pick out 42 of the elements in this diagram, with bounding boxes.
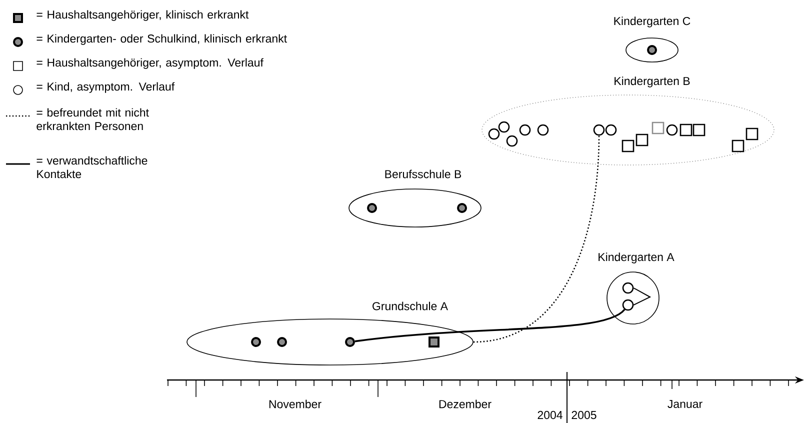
- circle-symbol: [666, 124, 678, 136]
- legend-text: = Kind, asymptom. Verlauf: [36, 82, 175, 93]
- contact-line: [473, 136, 600, 343]
- node-label: Kindergarten B: [614, 76, 690, 88]
- node-label: Kindergarten C: [614, 16, 690, 28]
- circle-symbol: [251, 337, 261, 347]
- circle-symbol: [498, 121, 510, 133]
- circle-symbol: [506, 135, 518, 147]
- circle-symbol: [647, 45, 657, 55]
- circle-symbol: [593, 124, 605, 136]
- circle-symbol: [345, 337, 355, 347]
- circle-symbol: [488, 128, 500, 140]
- circle-symbol: [537, 124, 549, 136]
- square-symbol: [428, 336, 440, 348]
- circle-symbol: [622, 299, 634, 311]
- circle-symbol: [622, 282, 634, 294]
- circle-symbol: [519, 124, 531, 136]
- square-symbol: [652, 122, 664, 134]
- node-label: Berufsschule B: [385, 170, 462, 178]
- circle-symbol: [367, 203, 377, 213]
- legend-text: = verwandtschaftliche Kontakte: [36, 156, 148, 178]
- month-label: Januar: [668, 400, 702, 408]
- legend-text: = Haushaltsangehöriger, klinisch erkrankt: [36, 10, 249, 21]
- circle-symbol: [277, 337, 287, 347]
- legend-text: = Kindergarten- oder Schulkind, klinisch erkrankt: [36, 34, 287, 45]
- circle-symbol: [457, 203, 467, 213]
- square-symbol: [622, 140, 634, 152]
- node-label: Kindergarten A: [598, 252, 674, 264]
- year-label: 2004: [538, 410, 562, 420]
- node-label: Grundschule A: [372, 302, 448, 310]
- square-symbol: [680, 124, 692, 136]
- legend-text: = befreundet mit nicht erkrankten Personen: [36, 108, 149, 130]
- month-label: Dezember: [439, 400, 492, 408]
- square-symbol: [746, 128, 758, 140]
- year-label: 2005: [572, 410, 596, 420]
- square-symbol: [636, 134, 648, 146]
- square-symbol: [732, 140, 744, 152]
- legend-text: = Haushaltsangehöriger, asymptom. Verlauf: [36, 58, 264, 69]
- square-symbol: [692, 124, 706, 136]
- circle-symbol: [605, 124, 617, 136]
- contact-line: [354, 308, 626, 342]
- month-label: November: [269, 400, 322, 408]
